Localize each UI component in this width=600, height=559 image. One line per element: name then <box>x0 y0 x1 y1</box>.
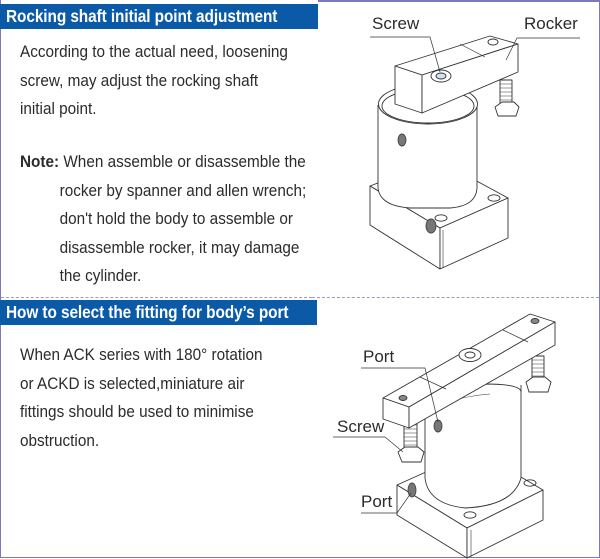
section-header-fitting-selection: How to select the fitting for body’s por… <box>0 300 317 325</box>
intro-paragraph: According to the actual need, loosening … <box>20 38 318 124</box>
note-paragraph: Note: When assemble or disassemble the r… <box>20 148 338 291</box>
screw-callout: Screw <box>372 14 420 33</box>
note-label: Note: <box>20 152 60 171</box>
rocking-shaft-diagram: Screw Rocker <box>369 14 580 270</box>
fitting-line: obstruction. <box>20 430 100 450</box>
port-top-callout: Port <box>363 347 394 366</box>
port-bottom-callout-leader <box>361 492 412 514</box>
port-top-callout-leader <box>361 367 439 423</box>
base-port-icon <box>425 218 437 234</box>
section-header-rocking-shaft: Rocking shaft initial point adjustment <box>0 4 318 29</box>
body-port-icon <box>433 419 443 433</box>
rocker-callout: Rocker <box>524 14 578 33</box>
rocker-arm <box>382 313 556 429</box>
fitting-line: fittings should be used to minimise <box>20 402 254 421</box>
intro-line: initial point. <box>20 99 97 118</box>
page-frame-top-edge <box>318 0 600 2</box>
screw-stud-right <box>525 355 552 393</box>
intro-line: screw, may adjust the rocking shaft <box>20 70 259 90</box>
section-title: How to select the fitting for body’s por… <box>6 302 289 322</box>
note-line: rocker by spanner and allen wrench; <box>59 180 307 200</box>
screw-callout: Screw <box>337 417 385 436</box>
section-divider-left <box>1 297 312 298</box>
rocker-callout-leader <box>505 37 580 61</box>
note-line: the cylinder. <box>59 266 142 285</box>
fitting-line: or ACKD is selected,miniature air <box>20 373 245 393</box>
section-divider <box>312 297 599 298</box>
base-port-icon <box>407 482 417 498</box>
note-line: When assemble or disassemble the <box>63 152 306 171</box>
note-line: don't hold the body to assemble or <box>59 209 294 228</box>
note-line: disassemble rocker, it may damage <box>59 237 300 257</box>
port-bottom-callout: Port <box>361 492 392 511</box>
fitting-port-diagram: Port Screw Port <box>333 313 556 559</box>
fitting-paragraph: When ACK series with 180° rotation or AC… <box>20 341 290 455</box>
intro-line: According to the actual need, loosening <box>20 42 288 61</box>
screw-callout-leader <box>370 36 441 73</box>
note-first-line: Note: When assemble or disassemble the <box>20 148 306 177</box>
adjust-stud <box>494 79 520 117</box>
section-title: Rocking shaft initial point adjustment <box>6 6 278 26</box>
screw-callout-leader <box>333 436 404 453</box>
body-port-icon <box>397 133 407 147</box>
rocker-arm <box>394 35 519 114</box>
fitting-line: When ACK series with 180° rotation <box>20 345 263 364</box>
